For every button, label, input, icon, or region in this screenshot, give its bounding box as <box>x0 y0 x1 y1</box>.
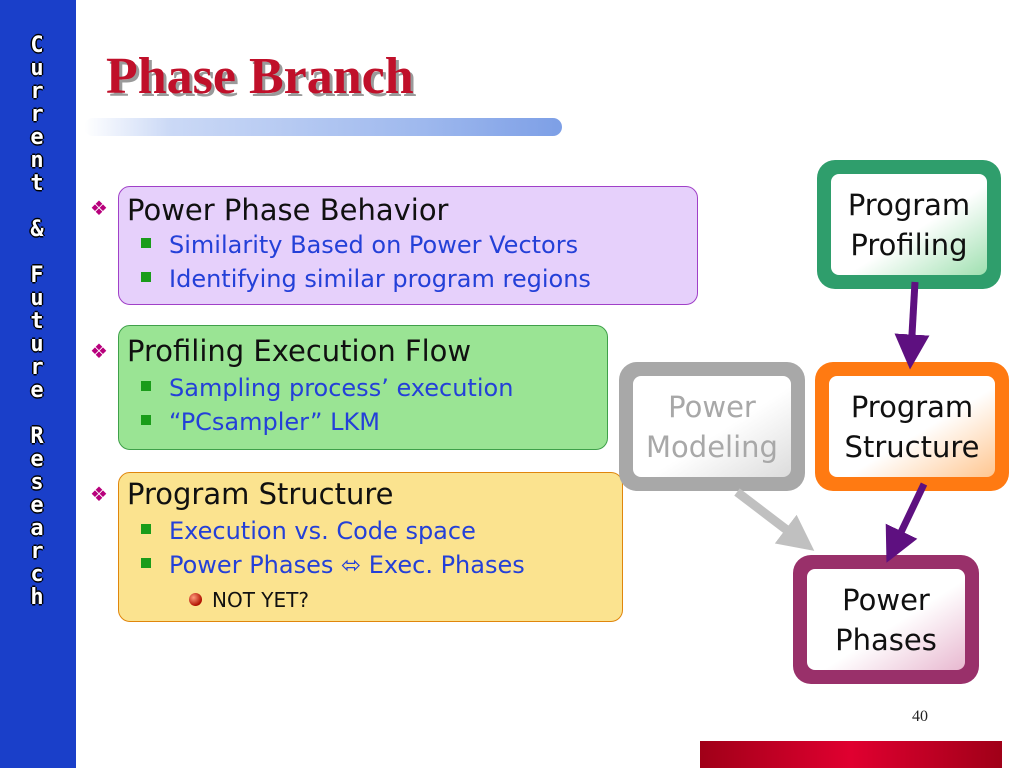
section-box-profiling-execution-flow: Profiling Execution Flow Sampling proces… <box>118 325 608 450</box>
flow-label: Program <box>850 389 974 424</box>
list-item: Power Phases ⬄ Exec. Phases <box>141 551 525 579</box>
arrow-profiling-to-structure <box>894 281 930 370</box>
sidebar-letter: r <box>30 79 44 104</box>
red-ball-bullet-icon <box>189 593 202 606</box>
sidebar-letter: t <box>30 309 44 334</box>
arrow-modeling-to-phases <box>734 488 815 551</box>
diamond-bullet-icon: ❖ <box>90 196 108 220</box>
flow-label: Profiling <box>850 227 968 262</box>
flow-label: Program <box>847 187 971 222</box>
square-bullet-icon <box>141 558 151 568</box>
arrow-structure-to-phases <box>885 482 928 563</box>
square-bullet-icon <box>141 524 151 534</box>
page-number: 40 <box>912 708 928 725</box>
sidebar-letter: u <box>30 286 44 311</box>
title-underline-bar <box>84 118 562 136</box>
list-item: Identifying similar program regions <box>141 265 591 293</box>
sidebar-letter: e <box>30 493 44 518</box>
sidebar-letter: r <box>30 539 44 564</box>
sidebar-letter: a <box>30 516 44 541</box>
sidebar-letter: C <box>30 33 44 58</box>
sidebar-letter: t <box>30 171 44 196</box>
sidebar-letter: R <box>30 424 44 449</box>
section-box-power-phase-behavior: Power Phase Behavior Similarity Based on… <box>118 186 698 305</box>
footer-bar <box>700 741 1002 768</box>
list-item: Similarity Based on Power Vectors <box>141 231 578 259</box>
section-box-program-structure: Program Structure Execution vs. Code spa… <box>118 472 623 622</box>
square-bullet-icon <box>141 238 151 248</box>
list-item: “PCsampler” LKM <box>141 408 380 436</box>
section-heading: Program Structure <box>127 477 394 511</box>
diamond-bullet-icon: ❖ <box>90 482 108 506</box>
flow-label: Modeling <box>646 429 778 464</box>
sidebar-letter: & <box>30 217 44 242</box>
sidebar-letter: r <box>30 355 44 380</box>
list-item: Sampling process’ execution <box>141 374 513 402</box>
sidebar-letter: e <box>30 447 44 472</box>
section-heading: Profiling Execution Flow <box>127 334 472 368</box>
flow-label: Phases <box>835 622 937 657</box>
flow-label: Power <box>842 582 930 617</box>
sidebar-band <box>0 0 76 768</box>
sidebar-letter: c <box>30 562 44 587</box>
sidebar-letter: e <box>30 125 44 150</box>
sidebar-letter: s <box>30 470 44 495</box>
list-subitem: NOT YET? <box>189 588 309 612</box>
sidebar-letter: e <box>30 378 44 403</box>
square-bullet-icon <box>141 415 151 425</box>
section-heading: Power Phase Behavior <box>127 193 449 227</box>
sidebar-letter: n <box>30 148 44 173</box>
square-bullet-icon <box>141 272 151 282</box>
sidebar-letter: F <box>30 263 44 288</box>
sidebar-letter: u <box>30 332 44 357</box>
diamond-bullet-icon: ❖ <box>90 339 108 363</box>
flow-label: Structure <box>844 429 980 464</box>
sidebar-letter: u <box>30 56 44 81</box>
page-title: Phase Branch <box>106 48 414 105</box>
sidebar-letter: r <box>30 102 44 127</box>
list-item: Execution vs. Code space <box>141 517 476 545</box>
flow-label: Power <box>668 389 756 424</box>
square-bullet-icon <box>141 381 151 391</box>
sidebar-letter: h <box>30 585 44 610</box>
